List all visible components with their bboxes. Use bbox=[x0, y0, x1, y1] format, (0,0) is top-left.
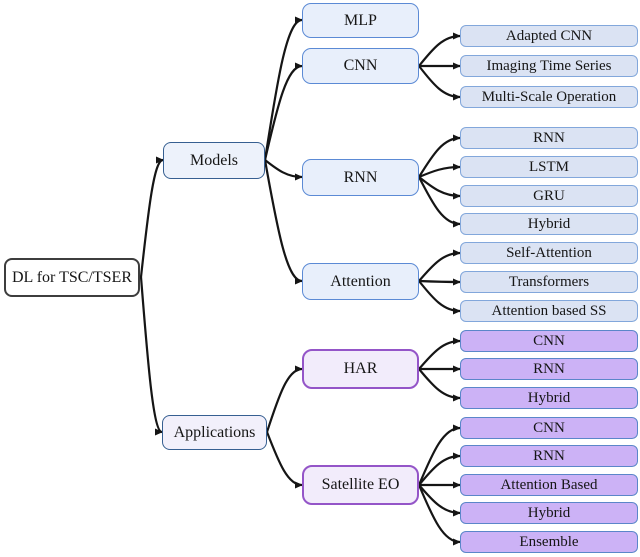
edge-root-applications bbox=[139, 275, 164, 436]
node-satellite-eo: Satellite EO bbox=[302, 465, 419, 505]
edge-rnn-hybrid_rnn bbox=[417, 175, 462, 228]
edge-applications-satellite_eo bbox=[265, 430, 304, 489]
node-rnn-leaf: RNN bbox=[460, 127, 638, 149]
edge-rnn-lstm bbox=[417, 163, 462, 179]
edge-rnn-gru bbox=[417, 175, 462, 200]
edge-har-har_hybrid bbox=[417, 367, 462, 402]
node-attention: Attention bbox=[302, 263, 419, 300]
edge-attention-self_attention bbox=[417, 249, 462, 283]
edge-models-rnn bbox=[263, 158, 304, 181]
node-har: HAR bbox=[302, 349, 419, 389]
node-imaging-time-series: Imaging Time Series bbox=[460, 55, 638, 77]
edge-models-mlp bbox=[263, 16, 304, 162]
edge-satellite_eo-sat_cnn bbox=[417, 424, 462, 487]
edge-attention-transformers bbox=[417, 278, 462, 286]
node-sat-rnn: RNN bbox=[460, 445, 638, 467]
edge-attention-attention_based_ss bbox=[417, 279, 462, 315]
node-transformers: Transformers bbox=[460, 271, 638, 293]
node-rnn: RNN bbox=[302, 159, 419, 196]
node-har-hybrid: Hybrid bbox=[460, 387, 638, 409]
node-attention-based-ss: Attention based SS bbox=[460, 300, 638, 322]
edge-satellite_eo-sat_rnn bbox=[417, 452, 462, 487]
node-applications: Applications bbox=[162, 415, 267, 450]
node-mlp: MLP bbox=[302, 3, 419, 38]
node-self-attention: Self-Attention bbox=[460, 242, 638, 264]
node-har-cnn: CNN bbox=[460, 330, 638, 352]
edge-applications-har bbox=[265, 365, 304, 434]
node-sat-hybrid: Hybrid bbox=[460, 502, 638, 524]
node-sat-attention-based: Attention Based bbox=[460, 474, 638, 496]
edge-rnn-rnn2 bbox=[417, 134, 462, 179]
node-lstm: LSTM bbox=[460, 156, 638, 178]
edge-root-models bbox=[139, 156, 165, 279]
node-gru: GRU bbox=[460, 185, 638, 207]
node-models: Models bbox=[163, 142, 265, 179]
node-sat-ensemble: Ensemble bbox=[460, 531, 638, 553]
node-adapted-cnn: Adapted CNN bbox=[460, 25, 638, 47]
edge-satellite_eo-sat_hybrid bbox=[417, 483, 462, 517]
node-cnn: CNN bbox=[302, 48, 419, 84]
node-multi-scale-operation: Multi-Scale Operation bbox=[460, 86, 638, 108]
edge-cnn-adapted_cnn bbox=[417, 32, 462, 68]
edge-har-har_cnn bbox=[417, 337, 462, 371]
edge-models-cnn bbox=[263, 62, 304, 162]
node-sat-cnn: CNN bbox=[460, 417, 638, 439]
edge-cnn-multi_scale_operation bbox=[417, 64, 462, 101]
edge-models-attention bbox=[263, 158, 304, 285]
node-root: DL for TSC/TSER bbox=[4, 258, 140, 297]
edge-satellite_eo-sat_ensemble bbox=[417, 483, 462, 546]
node-hybrid-rnn: Hybrid bbox=[460, 213, 638, 235]
node-har-rnn: RNN bbox=[460, 358, 638, 380]
